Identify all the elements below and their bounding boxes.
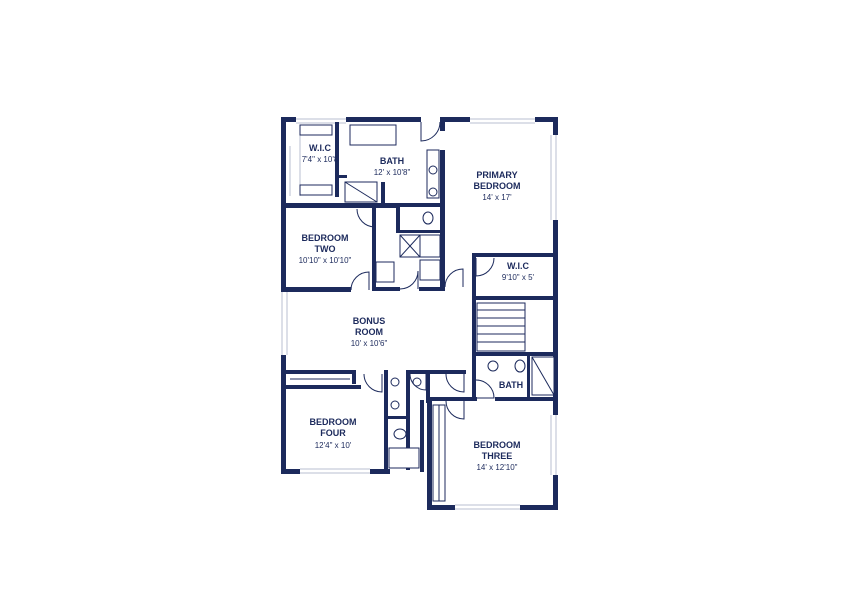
bedroom-four-name-2: FOUR bbox=[320, 428, 346, 438]
bedroom-two-name-1: BEDROOM bbox=[302, 233, 349, 243]
bedroom-three-name-1: BEDROOM bbox=[474, 440, 521, 450]
wic-small-dim: 9'10" x 5' bbox=[502, 273, 535, 282]
interior-walls bbox=[281, 117, 558, 472]
primary-bedroom-dim: 14' x 17' bbox=[482, 193, 512, 202]
fixtures bbox=[290, 124, 555, 502]
bath-primary-dim: 12' x 10'8" bbox=[374, 168, 411, 177]
bonus-room-name-1: BONUS bbox=[353, 316, 386, 326]
room-labels: W.I.C 7'4" x 10'8 BATH 12' x 10'8" PRIMA… bbox=[299, 143, 535, 472]
bedroom-three-name-2: THREE bbox=[482, 451, 513, 461]
bonus-room-dim: 10' x 10'6" bbox=[351, 339, 388, 348]
wic-primary-name: W.I.C bbox=[309, 143, 331, 153]
primary-bedroom-name-2: BEDROOM bbox=[474, 181, 521, 191]
wic-small-name: W.I.C bbox=[507, 261, 529, 271]
wic-primary-dim: 7'4" x 10'8 bbox=[302, 155, 339, 164]
bath-primary-name: BATH bbox=[380, 156, 404, 166]
bedroom-four-dim: 12'4" x 10' bbox=[315, 441, 352, 450]
primary-bedroom-name-1: PRIMARY bbox=[476, 170, 517, 180]
bath-two-name: BATH bbox=[499, 380, 523, 390]
windows bbox=[281, 118, 557, 510]
bedroom-three-dim: 14' x 12'10" bbox=[476, 463, 517, 472]
bedroom-two-dim: 10'10" x 10'10" bbox=[299, 256, 352, 265]
bonus-room-name-2: ROOM bbox=[355, 327, 383, 337]
bedroom-two-name-2: TWO bbox=[315, 244, 336, 254]
bedroom-four-name-1: BEDROOM bbox=[310, 417, 357, 427]
doors bbox=[350, 121, 495, 420]
